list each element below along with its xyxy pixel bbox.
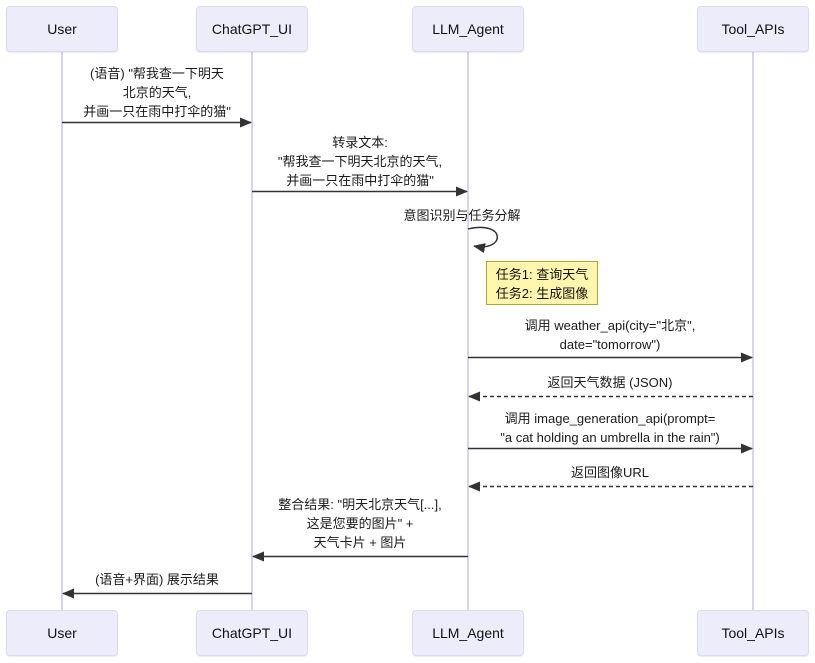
- message-line: (语音+界面) 展示结果: [95, 572, 219, 587]
- actor-chatgpt-ui-bottom: ChatGPT_UI: [196, 610, 308, 656]
- arrow-llmagent-self-loop: [467, 226, 498, 253]
- actor-label: User: [47, 625, 77, 641]
- message-line: 天气卡片 + 图片: [313, 535, 407, 550]
- message-present-result: (语音+界面) 展示结果: [37, 570, 277, 589]
- message-line: 返回天气数据 (JSON): [547, 375, 673, 390]
- message-voice-request: (语音) "帮我查一下明天 北京的天气, 并画一只在雨中打伞的猫": [37, 64, 277, 121]
- message-line: 调用 image_generation_api(prompt=: [504, 411, 716, 426]
- message-line: 返回图像URL: [570, 465, 649, 480]
- message-transcribed-text: 转录文本: "帮我查一下明天北京的天气, 并画一只在雨中打伞的猫": [240, 133, 480, 190]
- actor-tool-apis-top: Tool_APIs: [697, 6, 809, 52]
- actor-label: User: [47, 21, 77, 37]
- actor-tool-apis-bottom: Tool_APIs: [697, 610, 809, 656]
- message-line: 转录文本:: [332, 135, 388, 150]
- actor-user-bottom: User: [6, 610, 118, 656]
- message-call-weather-api: 调用 weather_api(city="北京", date="tomorrow…: [485, 316, 735, 354]
- message-line: 并画一只在雨中打伞的猫": [286, 173, 434, 188]
- message-line: 这是您要的图片" +: [306, 516, 414, 531]
- actor-label: Tool_APIs: [721, 21, 785, 37]
- message-line: 调用 weather_api(city="北京",: [524, 318, 696, 333]
- message-line: "帮我查一下明天北京的天气,: [277, 154, 443, 169]
- actor-label: Tool_APIs: [721, 625, 785, 641]
- note-line: 任务1: 查询天气: [495, 267, 589, 282]
- message-call-image-api: 调用 image_generation_api(prompt= "a cat h…: [480, 409, 740, 447]
- message-line: (语音) "帮我查一下明天: [90, 66, 224, 81]
- message-line: "a cat holding an umbrella in the rain"): [500, 430, 720, 445]
- message-return-weather-data: 返回天气数据 (JSON): [485, 373, 735, 392]
- message-combined-result: 整合结果: "明天北京天气[...], 这是您要的图片" + 天气卡片 + 图片: [240, 495, 480, 552]
- actor-user-top: User: [6, 6, 118, 52]
- actor-label: LLM_Agent: [432, 625, 504, 641]
- actor-label: ChatGPT_UI: [211, 21, 293, 37]
- message-line: 北京的天气,: [122, 85, 192, 100]
- message-line: date="tomorrow"): [559, 337, 661, 352]
- message-intent-recognition: 意图识别与任务分解: [342, 206, 582, 225]
- note-line: 任务2: 生成图像: [495, 286, 589, 301]
- actor-label: ChatGPT_UI: [211, 625, 293, 641]
- message-return-image-url: 返回图像URL: [485, 463, 735, 482]
- message-line: 并画一只在雨中打伞的猫": [83, 104, 231, 119]
- note-task-list: 任务1: 查询天气 任务2: 生成图像: [486, 261, 598, 305]
- actor-llm-agent-bottom: LLM_Agent: [412, 610, 524, 656]
- message-line: 整合结果: "明天北京天气[...],: [278, 497, 442, 512]
- actor-llm-agent-top: LLM_Agent: [412, 6, 524, 52]
- actor-label: LLM_Agent: [432, 21, 504, 37]
- actor-chatgpt-ui-top: ChatGPT_UI: [196, 6, 308, 52]
- message-line: 意图识别与任务分解: [403, 208, 521, 223]
